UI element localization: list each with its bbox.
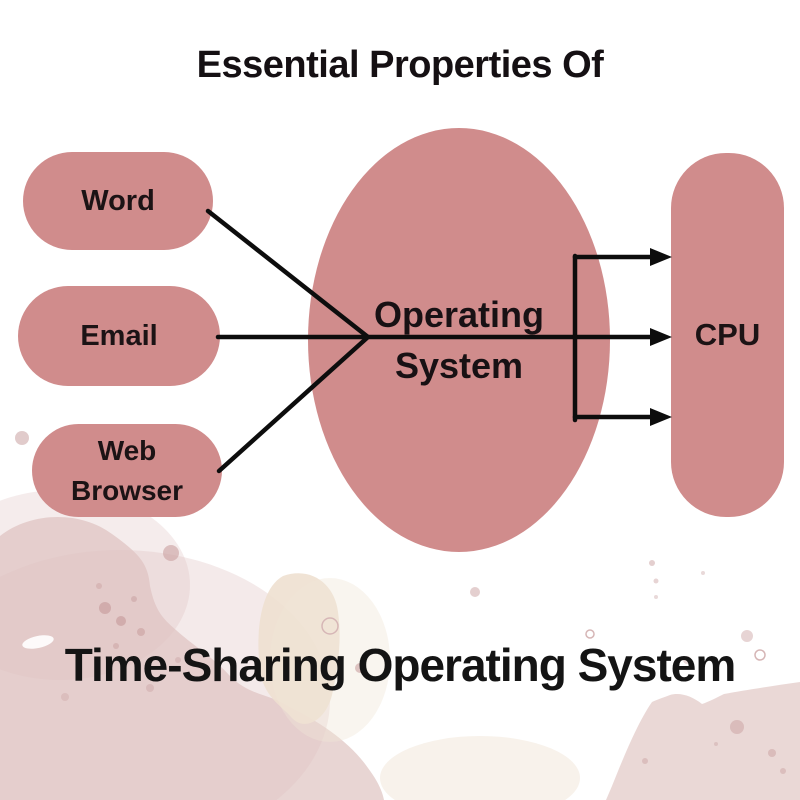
word-label: Word [81, 184, 155, 217]
arrowhead-top-icon [650, 248, 672, 266]
os-label: Operating System [373, 293, 544, 386]
input-node-web-browser: Web Browser [32, 424, 222, 517]
cpu-node: CPU [671, 153, 784, 517]
cpu-label: CPU [694, 317, 761, 352]
watercolor-blob-bottom-right [606, 682, 800, 800]
email-label: Email [80, 319, 158, 352]
web-browser-label: Web Browser [70, 434, 184, 506]
arrowhead-middle-icon [650, 328, 672, 346]
arrowheads [650, 248, 672, 426]
page-title: Essential Properties Of [196, 44, 604, 86]
input-node-word: Word [23, 152, 213, 250]
footer-title: Time-Sharing Operating System [64, 639, 737, 691]
input-node-email: Email [18, 286, 220, 386]
os-node: Operating System [308, 128, 610, 552]
arrowhead-bottom-icon [650, 408, 672, 426]
